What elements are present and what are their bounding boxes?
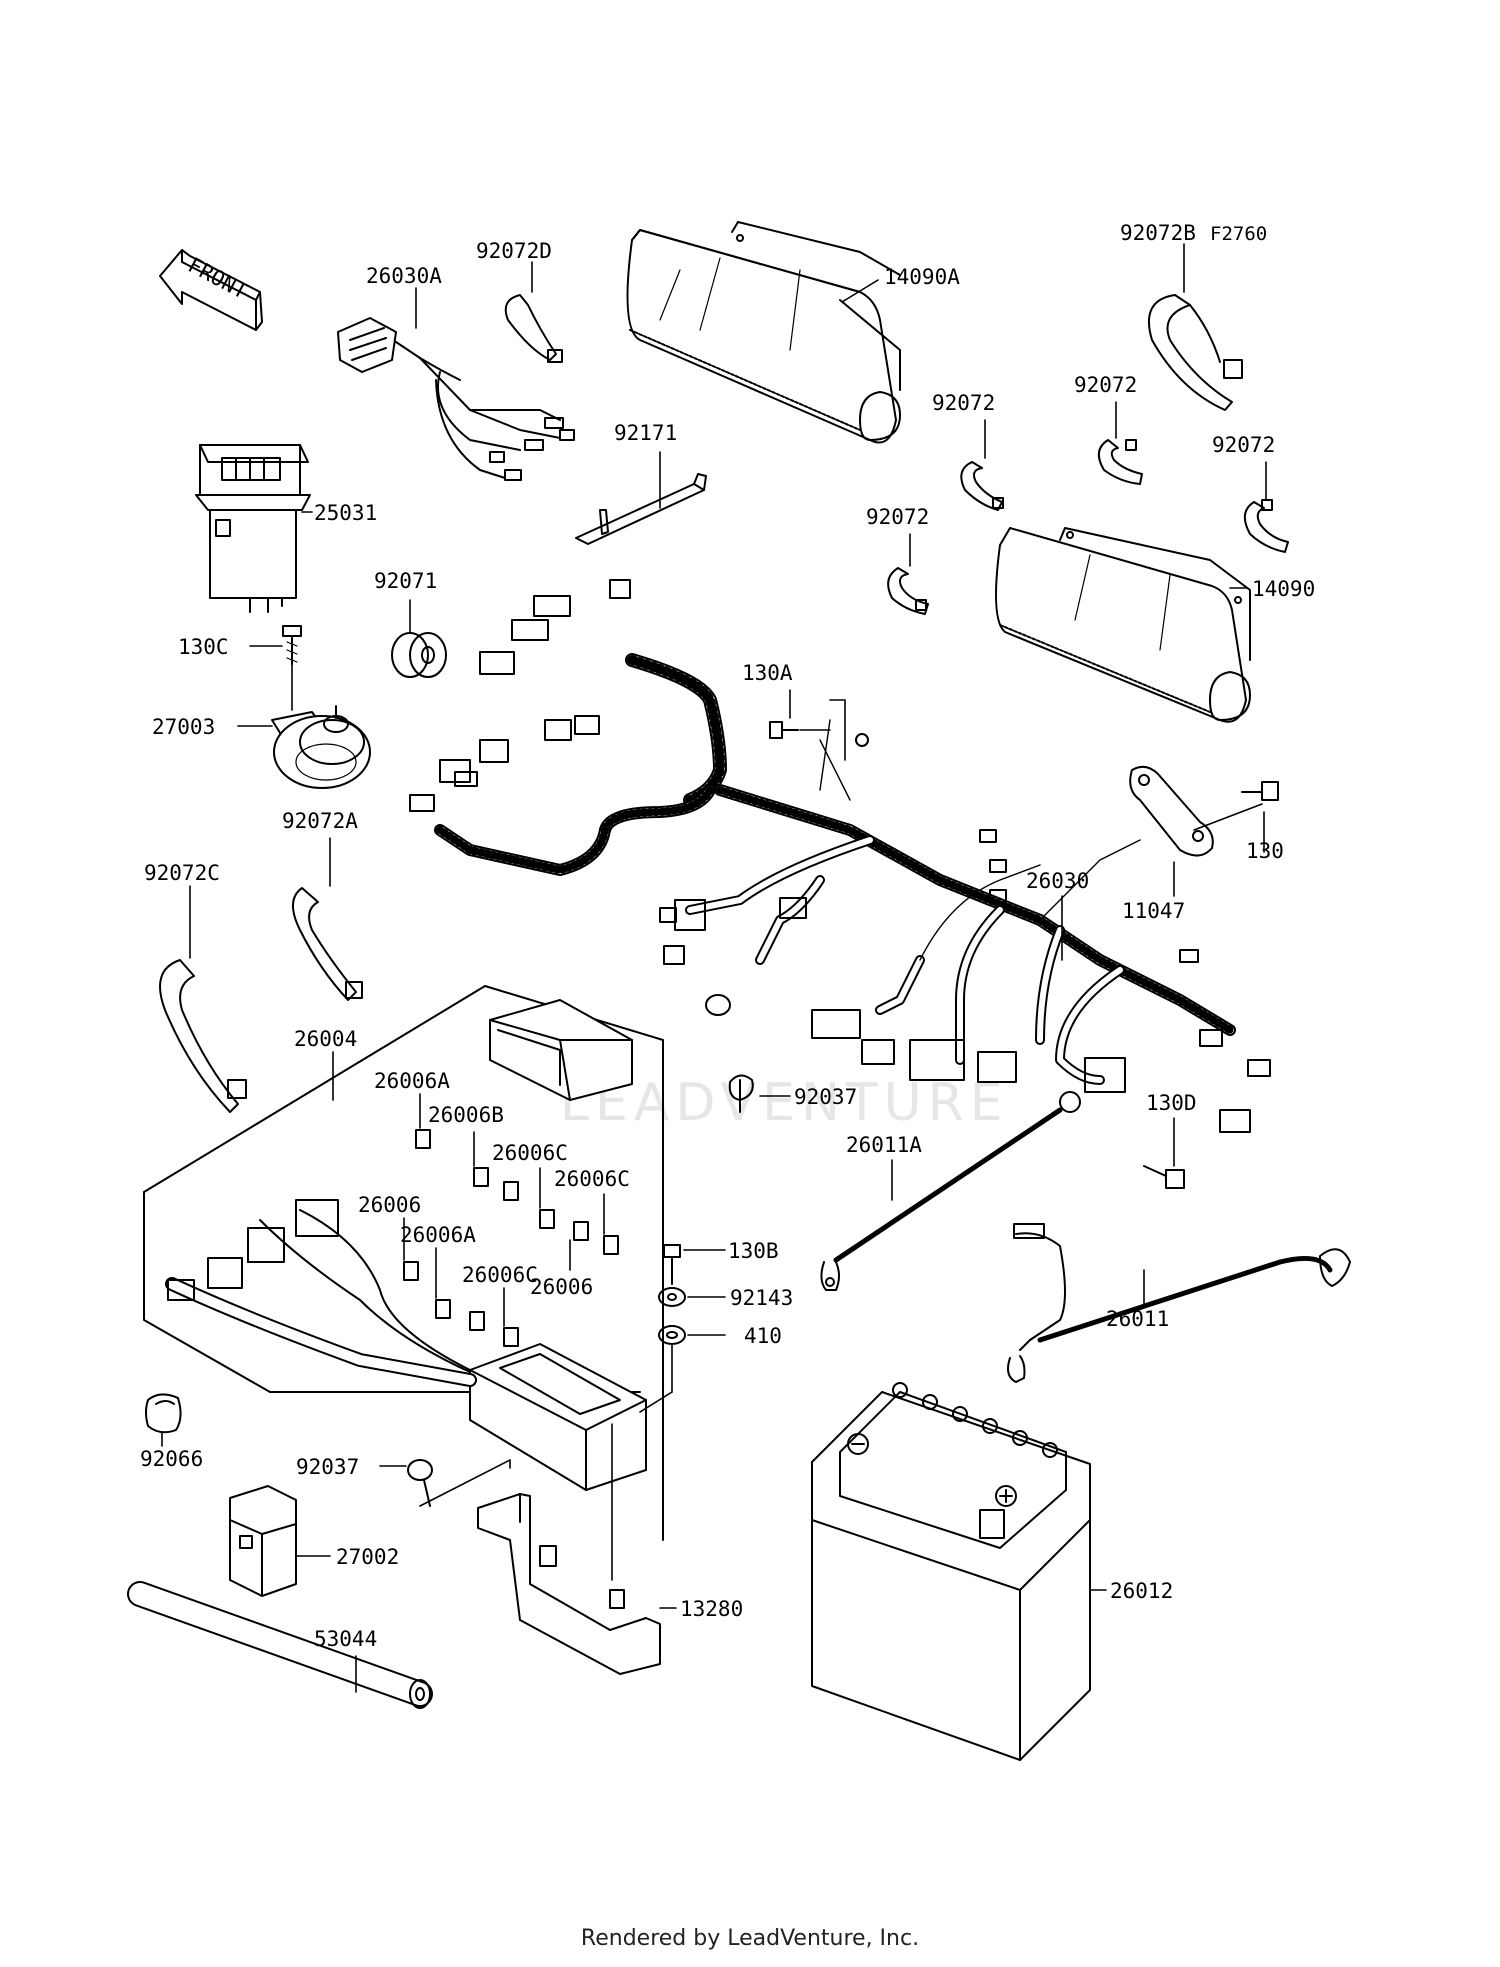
callout-130C: 130C (178, 635, 229, 659)
callout-92072-c: 92072 (1212, 433, 1275, 457)
bolt-130a (769, 721, 799, 739)
callout-26006C-2: 26006C (554, 1167, 630, 1191)
cable-tie-92072-c (1243, 499, 1289, 553)
callout-26006-1: 26006 (358, 1193, 421, 1217)
fuses (403, 1129, 619, 1347)
callout-26006C-3: 26006C (462, 1263, 538, 1287)
callout-26030A: 26030A (366, 264, 442, 288)
callout-27002: 27002 (336, 1545, 399, 1569)
callout-92171: 92171 (614, 421, 677, 445)
callout-26006A-1: 26006A (374, 1069, 450, 1093)
fuse-box-lid (489, 999, 633, 1101)
clip-92066 (145, 1393, 182, 1434)
callout-92072B: 92072B (1120, 221, 1196, 245)
cover-14090a (626, 221, 901, 444)
callouts: F2760 92072D 26030A 14090A 92072B 92072 … (140, 221, 1315, 1651)
callout-92072D: 92072D (476, 239, 552, 263)
cable-tie-92072a (292, 887, 363, 1001)
callout-26006A-2: 26006A (400, 1223, 476, 1247)
callout-92066: 92066 (140, 1447, 203, 1471)
cable-tie-92072-a (960, 461, 1004, 511)
bolt-130b (663, 1244, 681, 1285)
cable-tie-92072-b (1097, 439, 1143, 485)
callout-92037-1: 92037 (794, 1085, 857, 1109)
bolt-130d (1143, 1165, 1185, 1189)
horn-27003 (271, 705, 371, 789)
watermark: LEADVENTURE (560, 1073, 1009, 1133)
callout-92072A: 92072A (282, 809, 358, 833)
callout-26006-2: 26006 (530, 1275, 593, 1299)
cable-tie-92072c (159, 959, 247, 1113)
callout-13280: 13280 (680, 1597, 743, 1621)
callout-92072C: 92072C (144, 861, 220, 885)
callout-92071: 92071 (374, 569, 437, 593)
bolt-130 (1241, 781, 1279, 801)
bracket-92171 (575, 473, 707, 545)
clamp-92037-b (407, 1459, 433, 1507)
washer-92143 (658, 1287, 686, 1307)
callout-14090: 14090 (1252, 577, 1315, 601)
callout-26030: 26030 (1026, 869, 1089, 893)
callout-92072-d: 92072 (866, 505, 929, 529)
plate-11047 (1129, 765, 1214, 857)
fuse-box-26004 (165, 1199, 647, 1491)
figure-code: F2760 (1210, 223, 1267, 245)
callout-92143: 92143 (730, 1286, 793, 1310)
cable-26011a (820, 1091, 1081, 1291)
relay-27002 (229, 1485, 297, 1597)
callout-26006C-1: 26006C (492, 1141, 568, 1165)
callout-14090A: 14090A (884, 265, 960, 289)
cable-tie-92072-d (887, 567, 929, 615)
bracket-13280 (477, 1493, 661, 1675)
leader-lines (161, 243, 1267, 1693)
cable-26011 (1007, 1223, 1351, 1383)
callout-130B: 130B (728, 1239, 779, 1263)
callout-26004: 26004 (294, 1027, 357, 1051)
render-credit: Rendered by LeadVenture, Inc. (580, 1926, 920, 1951)
tube-53044 (127, 1581, 433, 1709)
callout-130: 130 (1246, 839, 1284, 863)
main-harness-26030 (409, 579, 1271, 1133)
callout-92072-b: 92072 (1074, 373, 1137, 397)
callout-130A: 130A (742, 661, 793, 685)
clamp-92037-a (728, 1074, 754, 1113)
callout-25031: 25031 (314, 501, 377, 525)
callout-26011A: 26011A (846, 1133, 922, 1157)
hour-meter-25031 (195, 444, 311, 613)
callout-130D: 130D (1146, 1091, 1197, 1115)
bolt-130c (282, 625, 302, 665)
callout-27003: 27003 (152, 715, 215, 739)
callout-26006B: 26006B (428, 1103, 504, 1127)
callout-92037-2: 92037 (296, 1455, 359, 1479)
battery-26012 (811, 1382, 1091, 1761)
callout-53044: 53044 (314, 1627, 377, 1651)
callout-92072-a: 92072 (932, 391, 995, 415)
grommet-92071 (391, 632, 447, 678)
sub-harness-26030a (337, 317, 575, 481)
callout-11047: 11047 (1122, 899, 1185, 923)
cable-tie-92072d (504, 294, 563, 363)
callout-26012: 26012 (1110, 1579, 1173, 1603)
washer-410 (658, 1325, 686, 1345)
cover-14090 (995, 527, 1251, 723)
callout-26011: 26011 (1106, 1307, 1169, 1331)
cable-tie-92072b (1147, 294, 1243, 411)
callout-410: 410 (744, 1324, 782, 1348)
front-arrow-icon (159, 249, 263, 331)
